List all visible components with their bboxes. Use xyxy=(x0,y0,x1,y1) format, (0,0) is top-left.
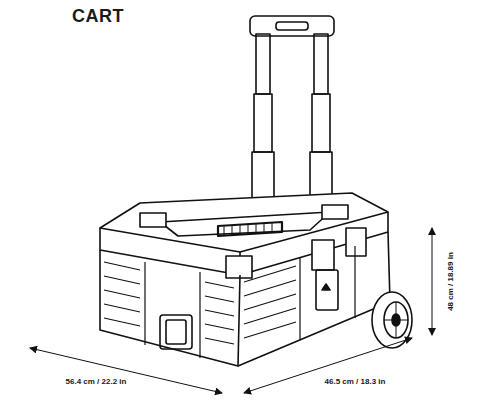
dimension-label: 48 cm / 18.89 in xyxy=(445,250,454,313)
diagram-title: CART xyxy=(70,6,126,27)
dimension-label: 56.4 cm / 22.2 in xyxy=(64,377,129,386)
lid xyxy=(100,193,388,278)
dimension-lines xyxy=(30,228,432,393)
telescopic-handle xyxy=(250,16,334,214)
side-ribs xyxy=(104,262,296,344)
box-body xyxy=(100,232,390,366)
dimension-label: 46.5 cm / 18.3 in xyxy=(323,377,388,386)
